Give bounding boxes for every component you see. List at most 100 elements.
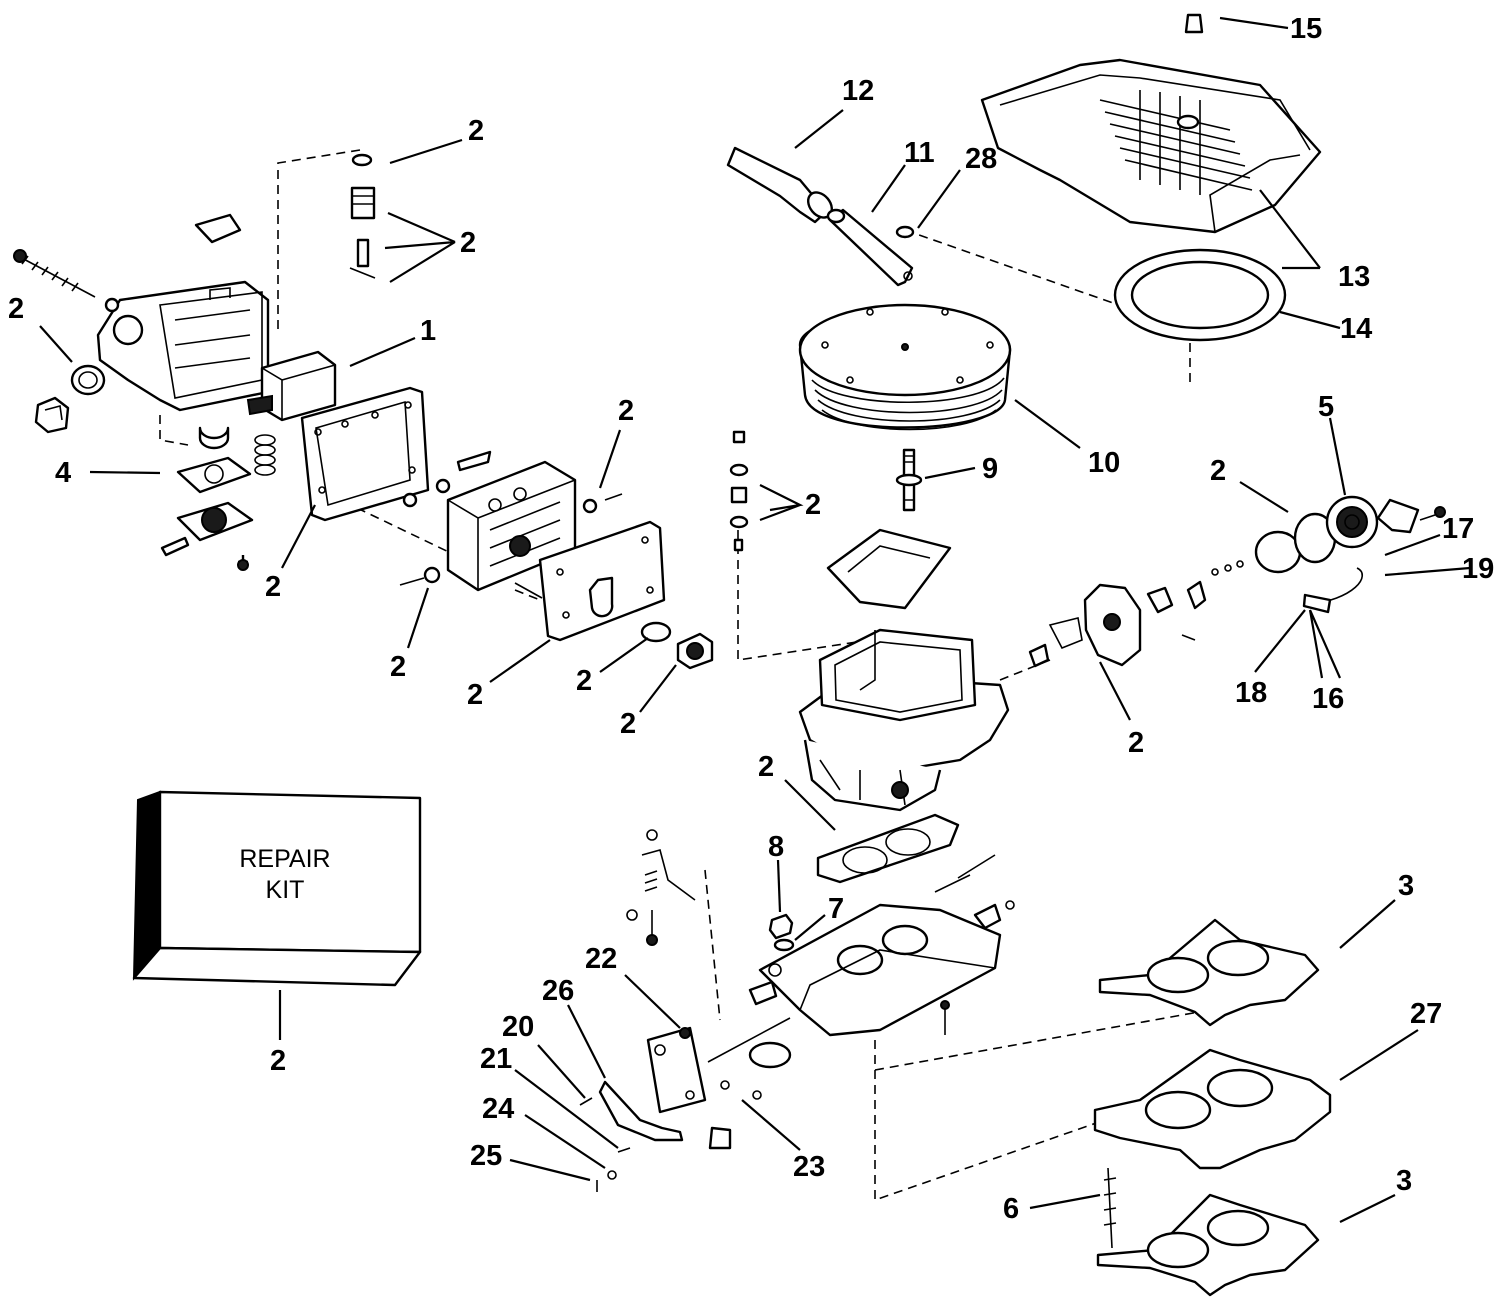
spacer-group — [1093, 918, 1332, 1297]
choke-housing-part — [1028, 583, 1142, 668]
plug-part — [582, 498, 598, 514]
callout-16: 16 — [1312, 683, 1344, 715]
lever-arm-part — [598, 1080, 684, 1142]
clip-part — [194, 213, 242, 244]
callout-12: 12 — [842, 75, 874, 107]
pump-diaphragm-part — [176, 456, 252, 494]
callout-21: 21 — [480, 1043, 512, 1075]
callout-2-b: 2 — [460, 227, 476, 259]
throttle-body-part — [748, 903, 1002, 1037]
callout-2-h: 2 — [576, 665, 592, 697]
choke-lever-part — [1146, 586, 1174, 614]
callout-24: 24 — [482, 1093, 514, 1125]
callout-2-m: 2 — [758, 751, 774, 783]
fuel-bowl-group — [13, 153, 430, 571]
stud-part — [895, 448, 923, 512]
spacer-gasket-top-part — [1098, 918, 1320, 1027]
callout-22: 22 — [585, 943, 617, 975]
callout-26: 26 — [542, 975, 574, 1007]
clip-bracket-part — [1302, 593, 1332, 614]
fitting-part — [973, 903, 1002, 930]
callout-15: 15 — [1290, 13, 1322, 45]
hose-part — [726, 146, 834, 224]
pivot-part — [456, 450, 492, 472]
spacer-block-part — [1093, 1048, 1332, 1170]
nut-part — [895, 225, 915, 239]
callout-2-c: 2 — [8, 293, 24, 325]
callout-5: 5 — [1318, 391, 1334, 423]
pump-cover-part — [160, 501, 254, 557]
needle-seat-part — [349, 153, 376, 279]
linkage-bracket-part — [641, 829, 696, 901]
callout-20: 20 — [502, 1011, 534, 1043]
air-cleaner-group — [726, 13, 1322, 431]
spacer-gasket-bottom-part — [1096, 1193, 1320, 1297]
ring-gasket-part — [1113, 248, 1287, 342]
callout-18: 18 — [1235, 677, 1267, 709]
carburetor-body-part — [798, 628, 1010, 812]
callout-17: 17 — [1442, 513, 1474, 545]
callout-2-e: 2 — [618, 395, 634, 427]
choke-housing-group — [1028, 495, 1446, 668]
callout-2-kit: 2 — [270, 1045, 286, 1077]
callout-23: 23 — [793, 1151, 825, 1183]
callout-6: 6 — [1003, 1193, 1019, 1225]
power-valve-part — [676, 632, 714, 670]
bowl-gasket-part — [300, 386, 430, 522]
repair-kit-line1: REPAIR — [239, 845, 330, 873]
repair-kit-line2: KIT — [266, 876, 305, 904]
callout-3-a: 3 — [1398, 870, 1414, 902]
base-gasket-part — [816, 813, 960, 884]
drain-plug-part — [34, 396, 70, 434]
cup-part — [198, 426, 230, 450]
throttle-base-group — [579, 813, 1015, 1192]
leader-lines — [39, 16, 1471, 1223]
callout-9: 9 — [982, 453, 998, 485]
repair-kit-box: REPAIR KIT — [132, 790, 422, 987]
callout-25: 25 — [470, 1140, 502, 1172]
callout-2-f: 2 — [390, 651, 406, 683]
clip-small-part — [708, 1126, 732, 1150]
callout-2-k: 2 — [1210, 455, 1226, 487]
choke-arm-part — [1186, 580, 1207, 610]
retainer-part — [1376, 498, 1420, 534]
callout-14: 14 — [1340, 313, 1372, 345]
callout-2-l: 2 — [1128, 727, 1144, 759]
throttle-shaft-part — [707, 1017, 792, 1069]
callout-2-a: 2 — [468, 115, 484, 147]
air-filter-element-part — [798, 303, 1012, 431]
callout-10: 10 — [1088, 447, 1120, 479]
callout-28: 28 — [965, 143, 997, 175]
callout-8: 8 — [768, 831, 784, 863]
lock-washer-part — [773, 938, 795, 952]
metering-block-group — [399, 450, 714, 670]
callout-13: 13 — [1338, 261, 1370, 293]
jet-part-2 — [435, 478, 451, 494]
choke-plate-part — [826, 528, 952, 610]
callout-2-g: 2 — [467, 679, 483, 711]
jet-part-3 — [423, 566, 441, 584]
small-washer-part — [104, 297, 120, 313]
breather-tube-part — [826, 208, 914, 287]
float-part — [246, 350, 337, 422]
stud-bolt-part — [1103, 1167, 1117, 1249]
choke-cup-part — [1254, 530, 1302, 574]
cover-screw-part — [1184, 13, 1204, 34]
gasket-washer-part — [70, 364, 106, 396]
long-screw-part — [13, 249, 96, 298]
throttle-lever-part — [646, 1026, 707, 1114]
hex-nut-part — [768, 913, 794, 940]
callout-3-b: 3 — [1396, 1165, 1412, 1197]
callout-11: 11 — [904, 137, 935, 169]
callout-27: 27 — [1410, 998, 1442, 1030]
metering-plate-part — [538, 520, 666, 642]
callout-2-j: 2 — [805, 489, 821, 521]
callout-7: 7 — [828, 893, 844, 925]
flame-arrestor-cover-part — [980, 58, 1322, 234]
choke-coil-part — [1325, 495, 1379, 549]
small-stack-part — [729, 430, 749, 552]
fuel-bowl-part — [96, 280, 270, 412]
jet-part — [402, 492, 418, 508]
callout-2-i: 2 — [620, 708, 636, 740]
